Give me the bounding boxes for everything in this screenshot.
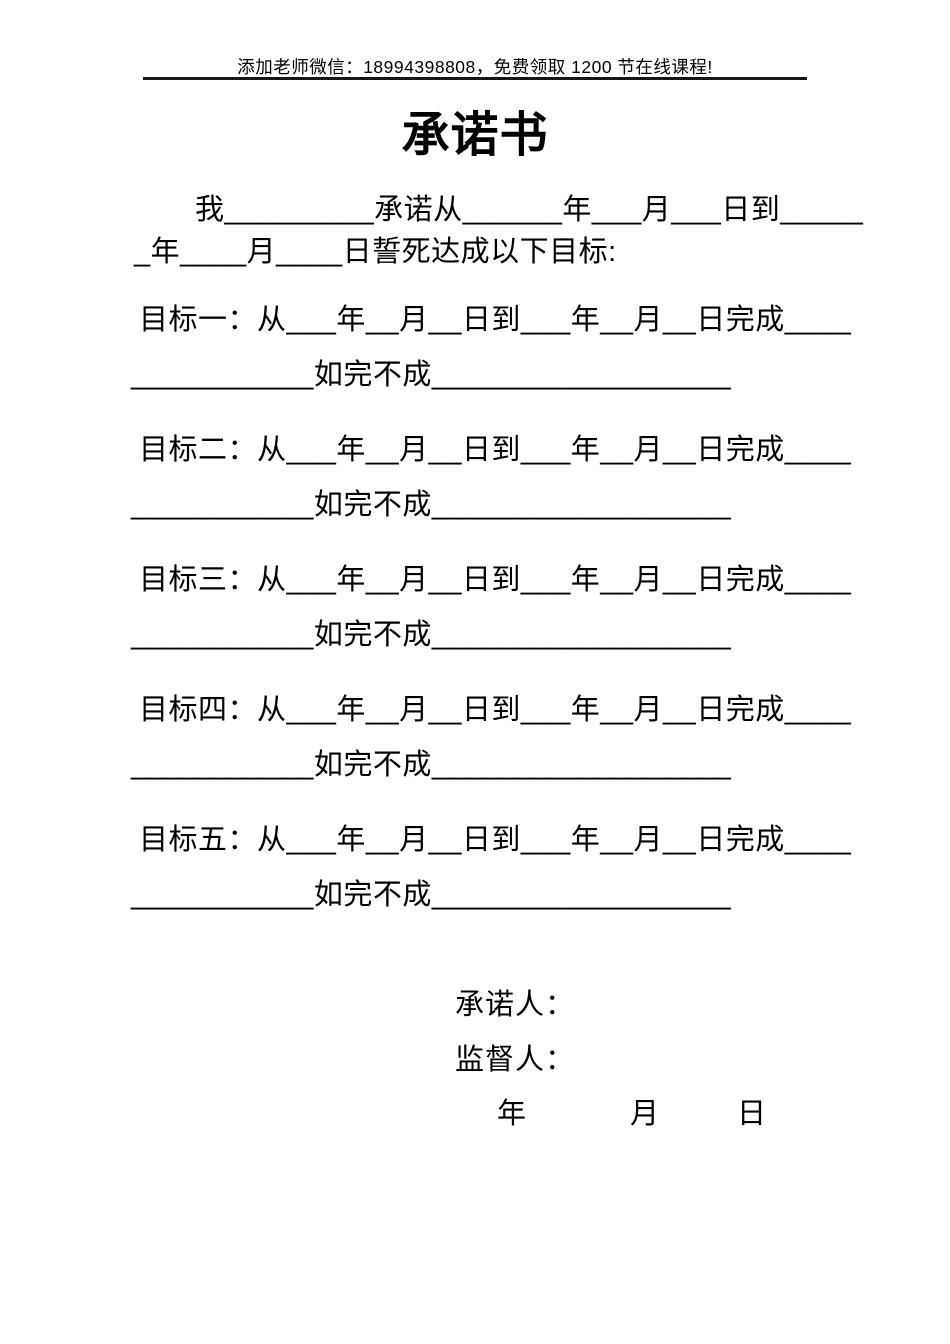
date-day-label: 日 [737,1098,768,1130]
goal-4-line-1: 目标四：从___年__月__日到___年__月__日完成____ [139,694,852,726]
date-year-label: 年 [497,1098,528,1130]
goal-3-line-2: ___________如完不成__________________ [131,619,732,651]
promiser-label: 承诺人： [455,989,576,1021]
goal-1-line-1: 目标一：从___年__月__日到___年__月__日完成____ [139,304,852,336]
header-rule [143,77,807,80]
goal-4-line-2: ___________如完不成__________________ [131,749,732,781]
intro-line-2: _年____月____日誓死达成以下目标: [134,236,617,268]
goal-2-line-1: 目标二：从___年__月__日到___年__月__日完成____ [139,434,852,466]
goal-5-line-2: ___________如完不成__________________ [131,879,732,911]
goal-3-line-1: 目标三：从___年__月__日到___年__月__日完成____ [139,564,852,596]
page-title: 承诺书 [401,109,549,162]
date-month-label: 月 [630,1098,661,1130]
supervisor-label: 监督人： [455,1044,576,1076]
goal-5-line-1: 目标五：从___年__月__日到___年__月__日完成____ [139,824,852,856]
header-note: 添加老师微信：18994398808，免费领取 1200 节在线课程! [237,57,713,77]
goal-2-line-2: ___________如完不成__________________ [131,489,732,521]
intro-line-1: 我_________承诺从______年___月___日到_____ [195,194,864,226]
goal-1-line-2: ___________如完不成__________________ [131,359,732,391]
